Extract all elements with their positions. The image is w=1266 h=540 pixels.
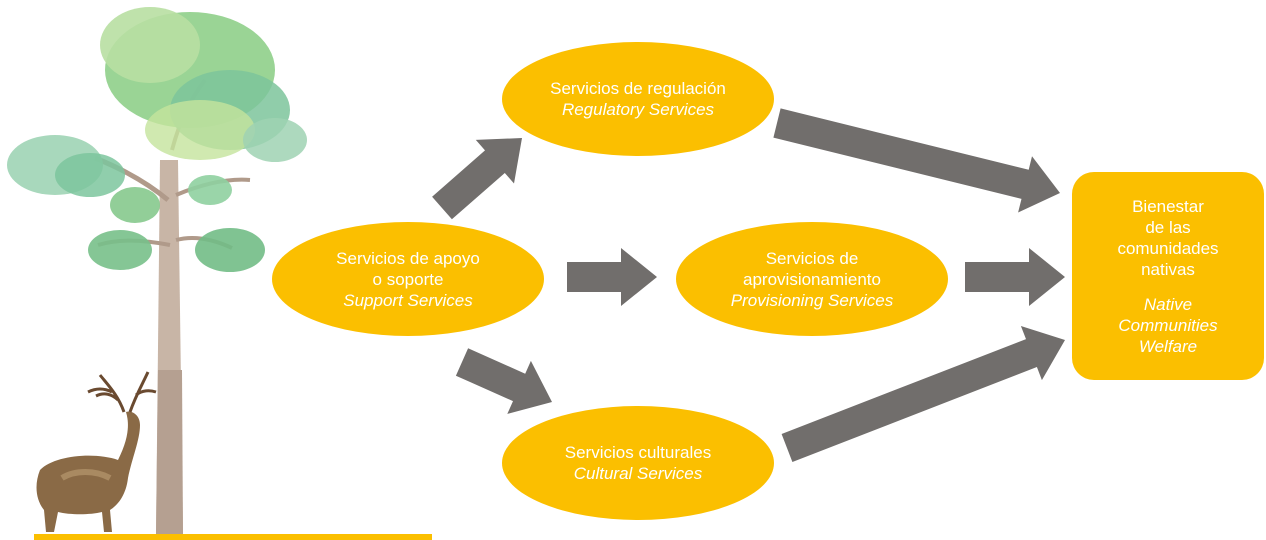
ground-bar — [34, 534, 432, 540]
node-label-en: Provisioning Services — [730, 290, 894, 310]
arrow-provision-to-welfare — [965, 248, 1065, 306]
arrow-support-to-provision — [567, 248, 657, 306]
arrow-regulation-to-welfare — [773, 108, 1060, 213]
arrows-layer — [432, 108, 1065, 462]
arrow-support-to-regulation — [432, 138, 522, 220]
node-regulatory-services: Servicios de regulación Regulatory Servi… — [502, 42, 774, 156]
node-cultural-services: Servicios culturales Cultural Services — [502, 406, 774, 520]
node-label-es: Servicios de aprovisionamiento — [743, 248, 881, 289]
node-label-en: Cultural Services — [573, 464, 703, 483]
node-provisioning-services: Servicios de aprovisionamiento Provision… — [676, 222, 948, 336]
arrow-cultural-to-welfare — [781, 326, 1065, 462]
tree-icon — [7, 7, 307, 534]
node-label-en: Support Services — [343, 290, 473, 310]
node-label-es: Servicios culturales — [564, 443, 712, 462]
node-community-welfare: Bienestar de las comunidades nativas Nat… — [1072, 172, 1264, 380]
node-label-es: Servicios de apoyo o soporte — [336, 248, 480, 289]
arrow-support-to-cultural — [455, 348, 552, 414]
node-label-es: Bienestar de las comunidades nativas — [1117, 196, 1219, 279]
node-label-en: Regulatory Services — [561, 100, 715, 119]
node-label-en: Native Communities Welfare — [1118, 294, 1218, 356]
node-support-services: Servicios de apoyo o soporte Support Ser… — [272, 222, 544, 336]
deer-icon — [36, 371, 157, 532]
node-label-es: Servicios de regulación — [550, 79, 726, 98]
